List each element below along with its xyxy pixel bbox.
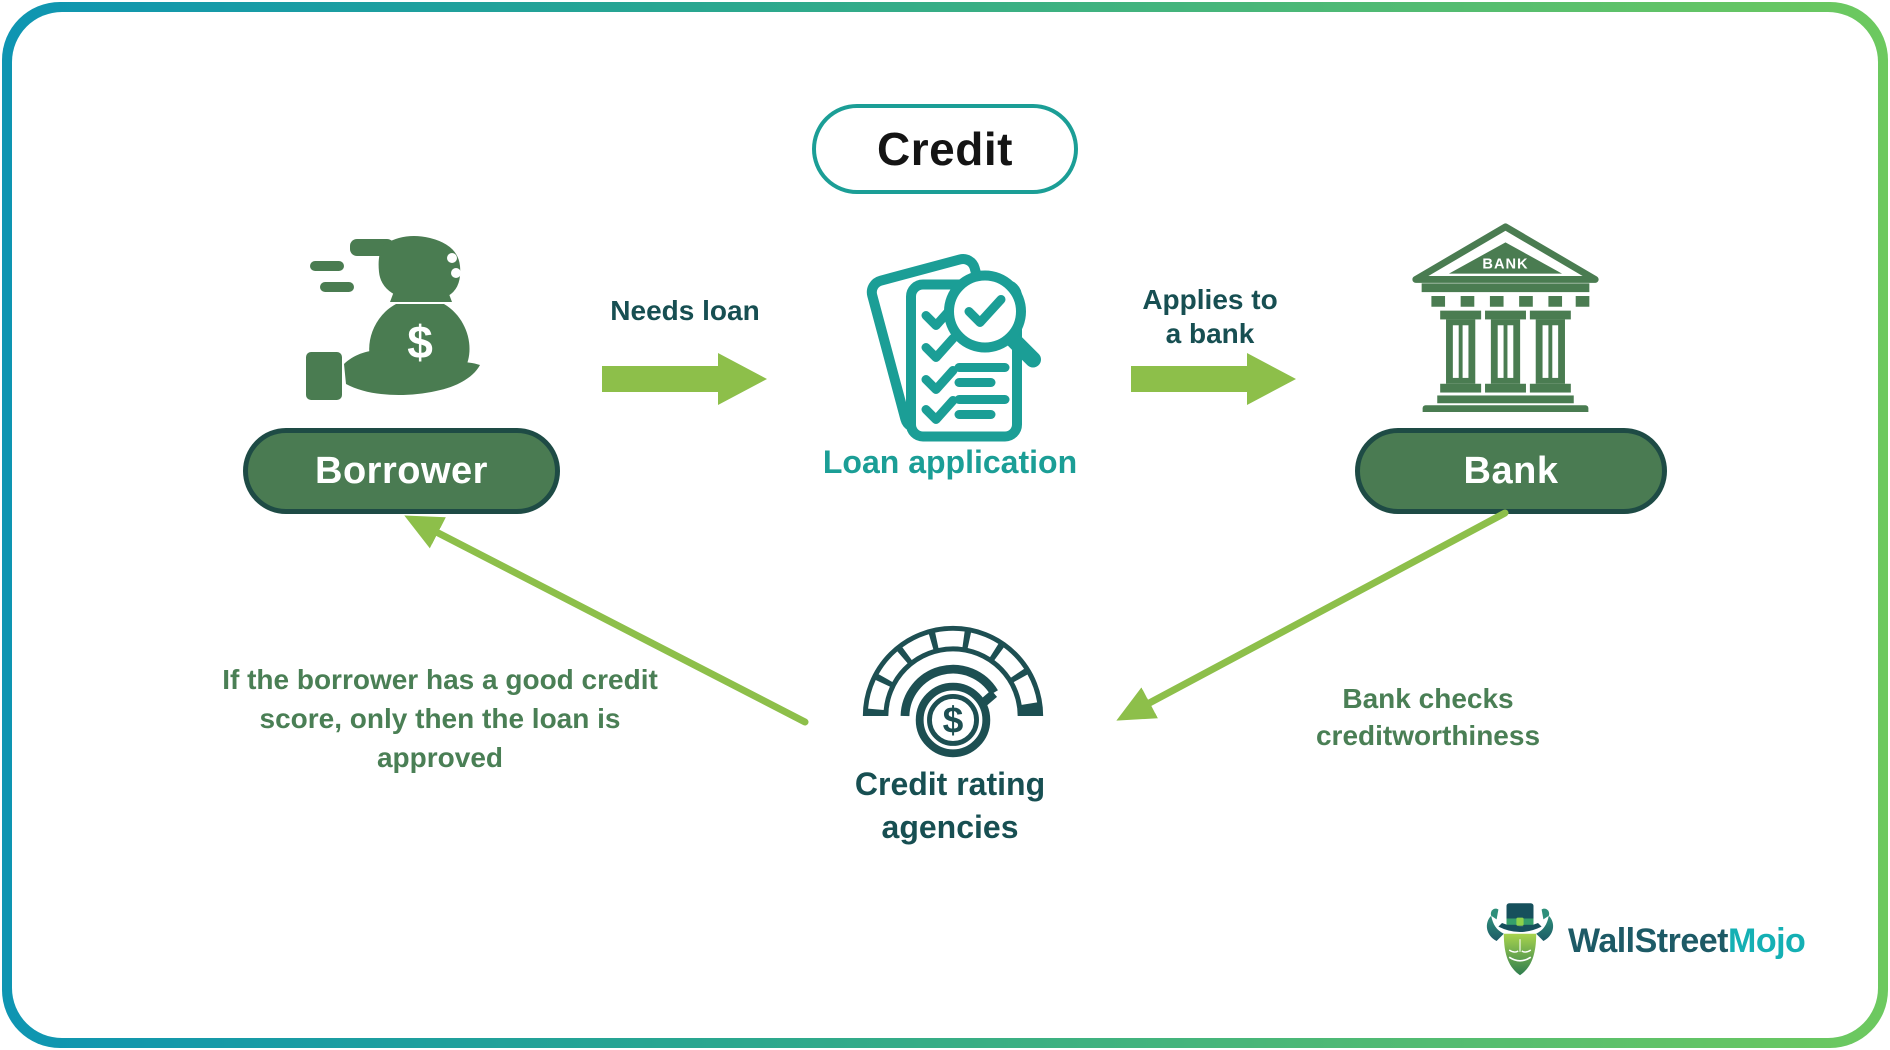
column-icon [1485, 310, 1526, 393]
bank-to-agencies-arrow [1116, 509, 1509, 721]
agencies-to-borrower-arrow [404, 515, 809, 726]
right-hoof [1541, 908, 1550, 920]
coin-inner-ring [927, 693, 979, 746]
bull-face [1503, 933, 1537, 976]
needs-loan-arrow [602, 353, 767, 405]
base-step [1422, 405, 1589, 412]
hat-brim [1498, 923, 1542, 932]
hat-buckle [1516, 917, 1524, 926]
magnifier-check-icon [964, 295, 1006, 327]
gauge-needle-arc [900, 664, 998, 717]
checkmark-icon [921, 396, 958, 424]
dollar-sign-icon: $ [407, 316, 433, 368]
dollar-sign-icon: $ [943, 699, 964, 741]
column-icon [1529, 310, 1571, 393]
applies-to-bank-arrow [1131, 353, 1296, 405]
fist-icon [378, 236, 461, 302]
title-pill: Credit [812, 104, 1078, 194]
borrower-pill: Borrower [243, 428, 560, 514]
bull-mascot-icon [1486, 903, 1554, 976]
speed-line-icon [320, 282, 354, 292]
cuff-icon [306, 352, 342, 400]
left-horn-icon [1486, 915, 1504, 941]
gauge-segments [868, 630, 1038, 711]
logo-wallstreet: WallStreet [1568, 921, 1729, 960]
agencies-line2: agencies [881, 809, 1019, 845]
column-icon [1440, 310, 1482, 393]
finger-gap [447, 253, 457, 263]
open-hand-icon [344, 350, 480, 396]
finger-gap [451, 268, 461, 278]
applies-line2: a bank [1165, 318, 1255, 349]
borrower-label: Borrower [315, 449, 488, 492]
checkmark-icon [921, 366, 958, 394]
left-hoof [1490, 908, 1499, 920]
eye [1508, 949, 1519, 953]
bank-checks-note: Bank checks creditworthiness [1315, 683, 1541, 751]
page-title: Credit [877, 123, 1013, 175]
applies-to-bank-label: Applies to a bank [1105, 283, 1315, 351]
borrower-hand-money-icon: $ [306, 236, 480, 400]
smile [1508, 956, 1532, 962]
architrave [1421, 283, 1590, 293]
loan-application-label: Loan application [822, 444, 1078, 480]
wallstreetmojo-logo: WallStreetMojo [1484, 900, 1806, 982]
bag-knot-icon [390, 286, 452, 302]
credit-gauge-icon: $ [862, 625, 1044, 758]
credit-rating-agencies-label: Credit rating agencies [790, 763, 1110, 849]
magnifier-handle-icon [1003, 329, 1041, 368]
bank-label: Bank [1463, 449, 1559, 492]
pediment-band [1448, 242, 1563, 274]
agencies-line1: Credit rating [854, 766, 1046, 802]
logo-mojo: Mojo [1728, 921, 1806, 960]
needs-loan-label: Needs loan [610, 295, 760, 326]
approval-note: If the borrower has a good credit score,… [222, 664, 658, 773]
bank-sign-text: BANK [1482, 257, 1528, 273]
loan-application-icon [866, 254, 1041, 442]
eye [1521, 949, 1532, 953]
checkmark-icon [921, 334, 958, 362]
step [1437, 395, 1574, 404]
applies-line1: Applies to [1142, 284, 1278, 315]
speed-line-icon [310, 261, 344, 271]
bank-pill: Bank [1355, 428, 1667, 514]
logo-text: WallStreetMojo [1568, 921, 1806, 961]
right-horn-icon [1536, 915, 1554, 941]
bank-building-icon: BANK [1412, 223, 1599, 412]
